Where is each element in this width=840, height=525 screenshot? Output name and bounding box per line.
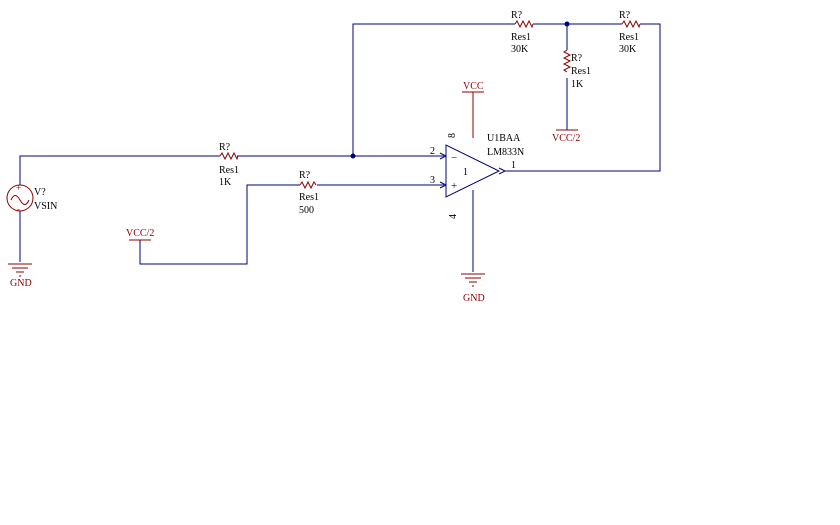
resistor-zigzag (299, 180, 317, 190)
resistor-value: 1K (571, 79, 584, 90)
resistor-zigzag (562, 49, 572, 73)
resistor-value: 30K (511, 44, 529, 55)
ground-icon (461, 273, 485, 287)
opamp-pin-number-vminus: 4 (448, 214, 459, 219)
ground-label: GND (10, 278, 32, 289)
vcc-label: VCC (463, 81, 484, 92)
resistor-feedback-left[interactable]: R? Res1 30K (505, 10, 540, 55)
resistor-type: Res1 (299, 192, 319, 203)
opamp-pin-number-vplus: 8 (447, 133, 458, 138)
opamp-lm833n[interactable]: − + 1 2 3 1 8 4 U1BAA LM833N (420, 133, 528, 225)
wire-plus-path (139, 184, 290, 265)
wires (19, 21, 661, 272)
sine-wave-icon (10, 195, 30, 205)
resistor-input[interactable]: R? Res1 1K (210, 142, 247, 188)
resistor-zigzag (514, 19, 534, 29)
source-designator: V? (34, 187, 46, 198)
source-minus-sign: - (17, 204, 20, 214)
opamp-triangle (445, 144, 501, 198)
opamp-designator: U1BAA (487, 133, 521, 144)
resistor-value: 500 (299, 205, 314, 216)
resistor-designator: R? (299, 170, 311, 181)
resistor-designator: R? (571, 53, 583, 64)
resistor-value: 30K (619, 44, 637, 55)
wire-top-right (528, 23, 661, 172)
opamp-pin-number-inverting: 2 (430, 146, 435, 157)
resistor-type: Res1 (511, 32, 531, 43)
resistor-feedback-right[interactable]: R? Res1 30K (612, 10, 648, 55)
opamp-pin-number-output: 1 (511, 160, 516, 171)
vcc-half-label: VCC/2 (126, 228, 154, 239)
opamp-part-number: LM833N (487, 147, 524, 158)
junction-node-feedback (350, 153, 356, 159)
junction-node-shunt (564, 21, 570, 27)
resistor-zigzag (219, 151, 239, 161)
resistor-plus[interactable]: R? Res1 500 (290, 170, 326, 216)
ground-icon (8, 263, 32, 277)
resistor-designator: R? (219, 142, 231, 153)
wire-input-left (19, 155, 210, 185)
sine-voltage-source[interactable]: + - V? VSIN (6, 183, 57, 214)
vcc-half-label: VCC/2 (552, 133, 580, 144)
source-plus-sign: + (16, 183, 21, 193)
opamp-minus-sign: − (451, 152, 457, 164)
opamp-plus-sign: + (451, 180, 457, 192)
vcc-half-port-plus: VCC/2 (126, 228, 154, 241)
ground-source: GND (8, 263, 32, 289)
resistor-designator: R? (619, 10, 631, 21)
resistor-value: 1K (219, 177, 232, 188)
power-bar-icon (462, 91, 484, 138)
source-type: VSIN (34, 201, 57, 212)
vcc-half-port-shunt: VCC/2 (552, 129, 580, 144)
resistor-type: Res1 (619, 32, 639, 43)
resistor-type: Res1 (571, 66, 591, 77)
resistor-designator: R? (511, 10, 523, 21)
resistor-zigzag (621, 19, 641, 29)
vcc-port: VCC (462, 81, 484, 138)
source-circle (6, 184, 34, 212)
opamp-unit: 1 (463, 167, 468, 178)
resistor-type: Res1 (219, 165, 239, 176)
ground-label: GND (463, 293, 485, 304)
opamp-pin-number-noninverting: 3 (430, 175, 435, 186)
ground-opamp: GND (461, 273, 485, 304)
resistor-feedback-shunt[interactable]: R? Res1 1K (562, 49, 591, 90)
wire-feedback-top (352, 23, 505, 156)
pin-arrow (498, 167, 507, 175)
